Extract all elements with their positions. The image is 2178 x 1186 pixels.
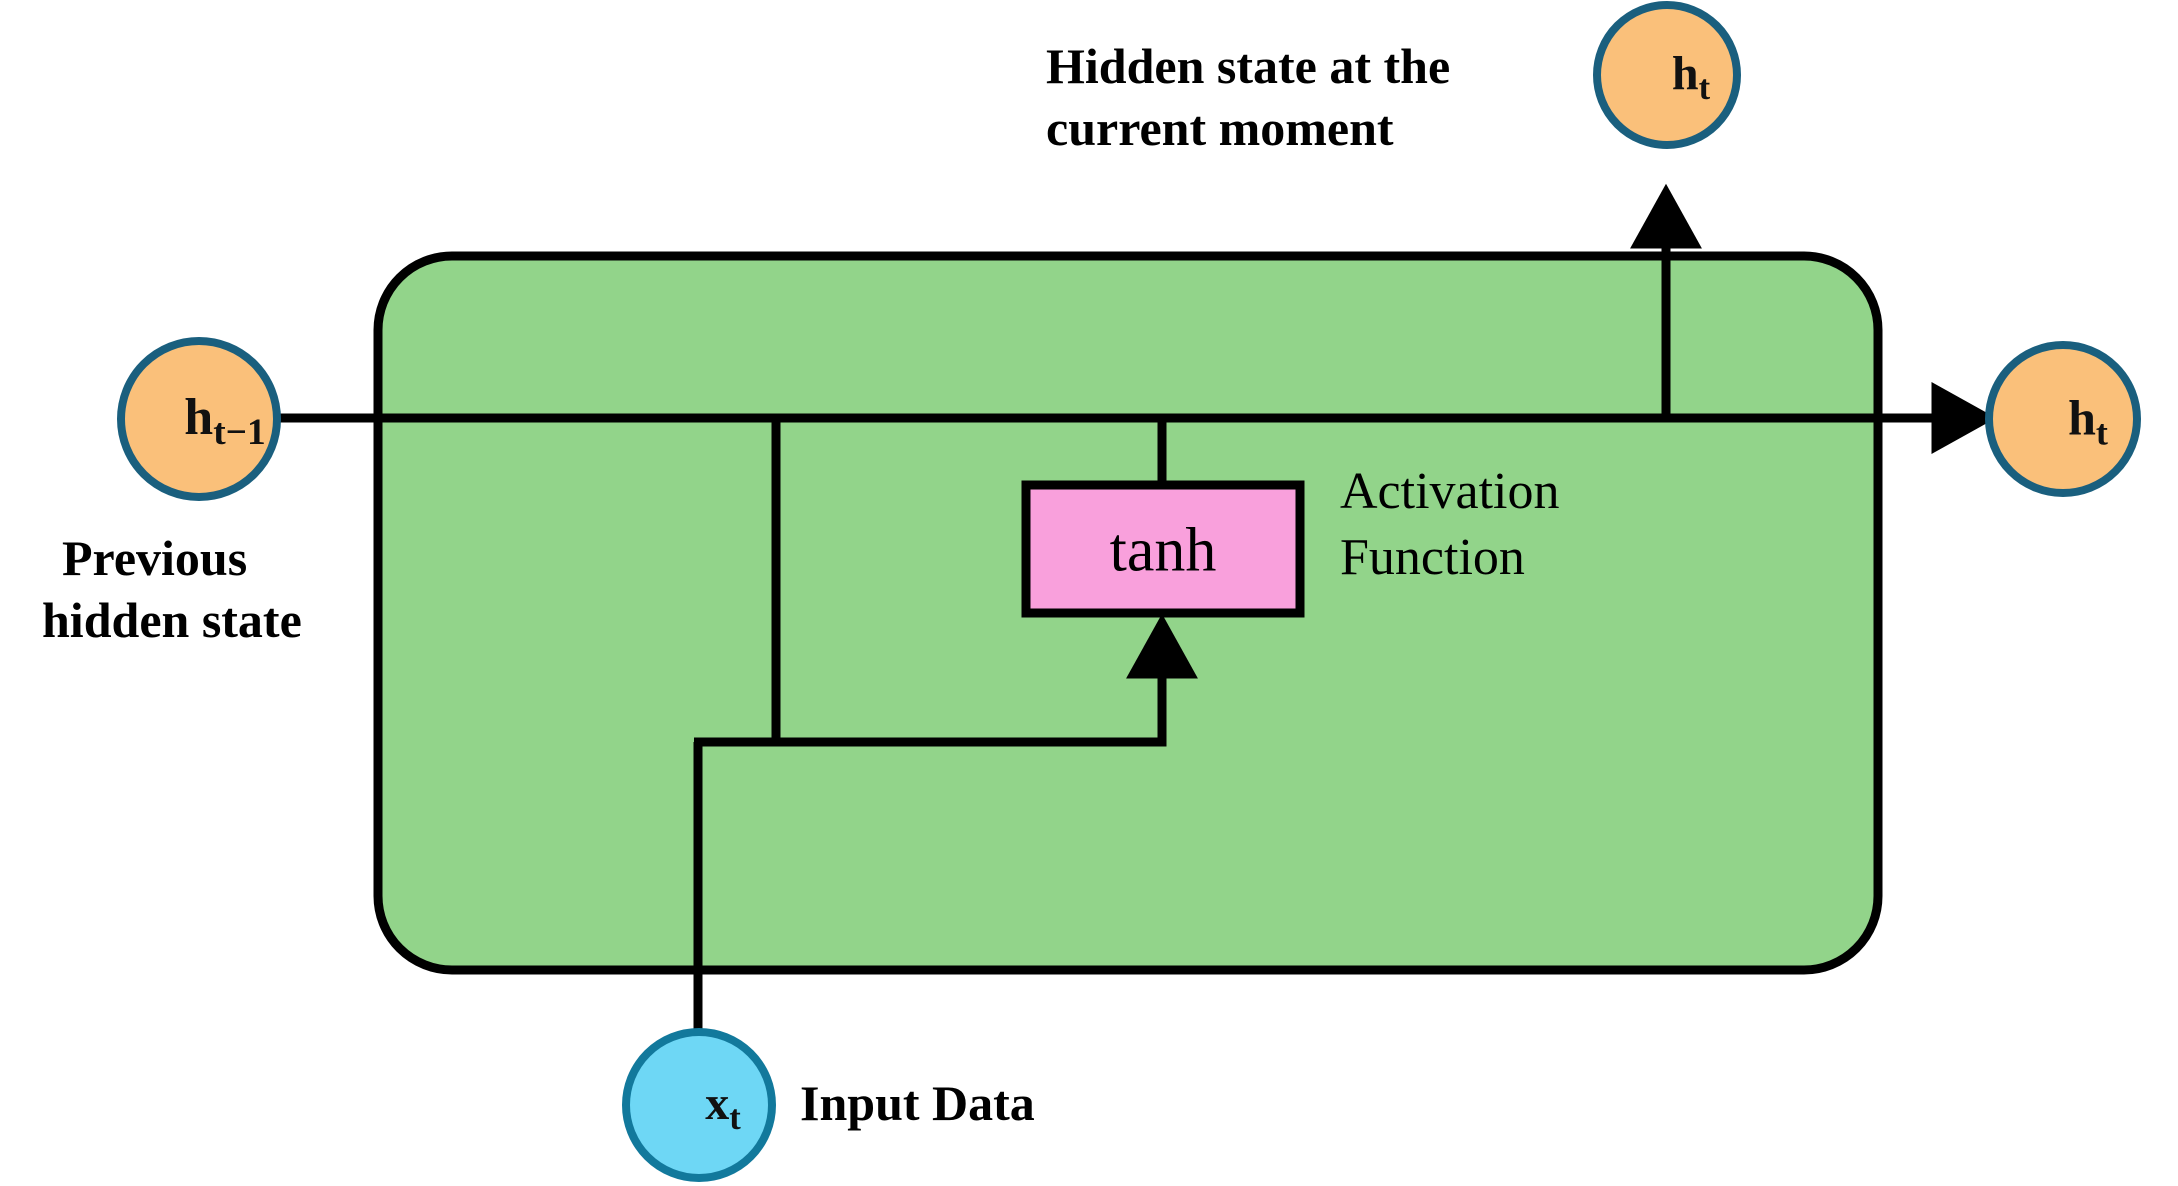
node-prev-hidden-state[interactable]: [117, 337, 281, 501]
node-hidden-state-top-label: ht: [1671, 47, 1711, 107]
node-input-data[interactable]: [622, 1028, 776, 1182]
wire-junction-to-tanh: [694, 613, 1198, 747]
node-input-data-label: xt: [705, 1077, 741, 1137]
tanh-label: tanh: [1109, 516, 1217, 585]
node-hidden-state-top[interactable]: [1593, 1, 1741, 149]
input-data-annotation: Input Data: [800, 1075, 1035, 1131]
previous-hidden-state-annotation-line2: hidden state: [42, 592, 302, 648]
hidden-state-current-annotation-line2: current moment: [1046, 100, 1394, 156]
hidden-state-current-annotation-line1: Hidden state at the: [1046, 38, 1451, 94]
activation-caption-line1: Activation: [1340, 463, 1560, 520]
previous-hidden-state-annotation-line1: Previous: [62, 530, 248, 586]
node-prev-hidden-state-label: ht−1: [184, 388, 266, 454]
node-hidden-state-right[interactable]: [1985, 341, 2141, 497]
tanh-activation-box[interactable]: [1021, 480, 1305, 618]
node-hidden-state-right-label: ht: [2068, 389, 2108, 453]
activation-caption-line2: Function: [1340, 529, 1525, 586]
